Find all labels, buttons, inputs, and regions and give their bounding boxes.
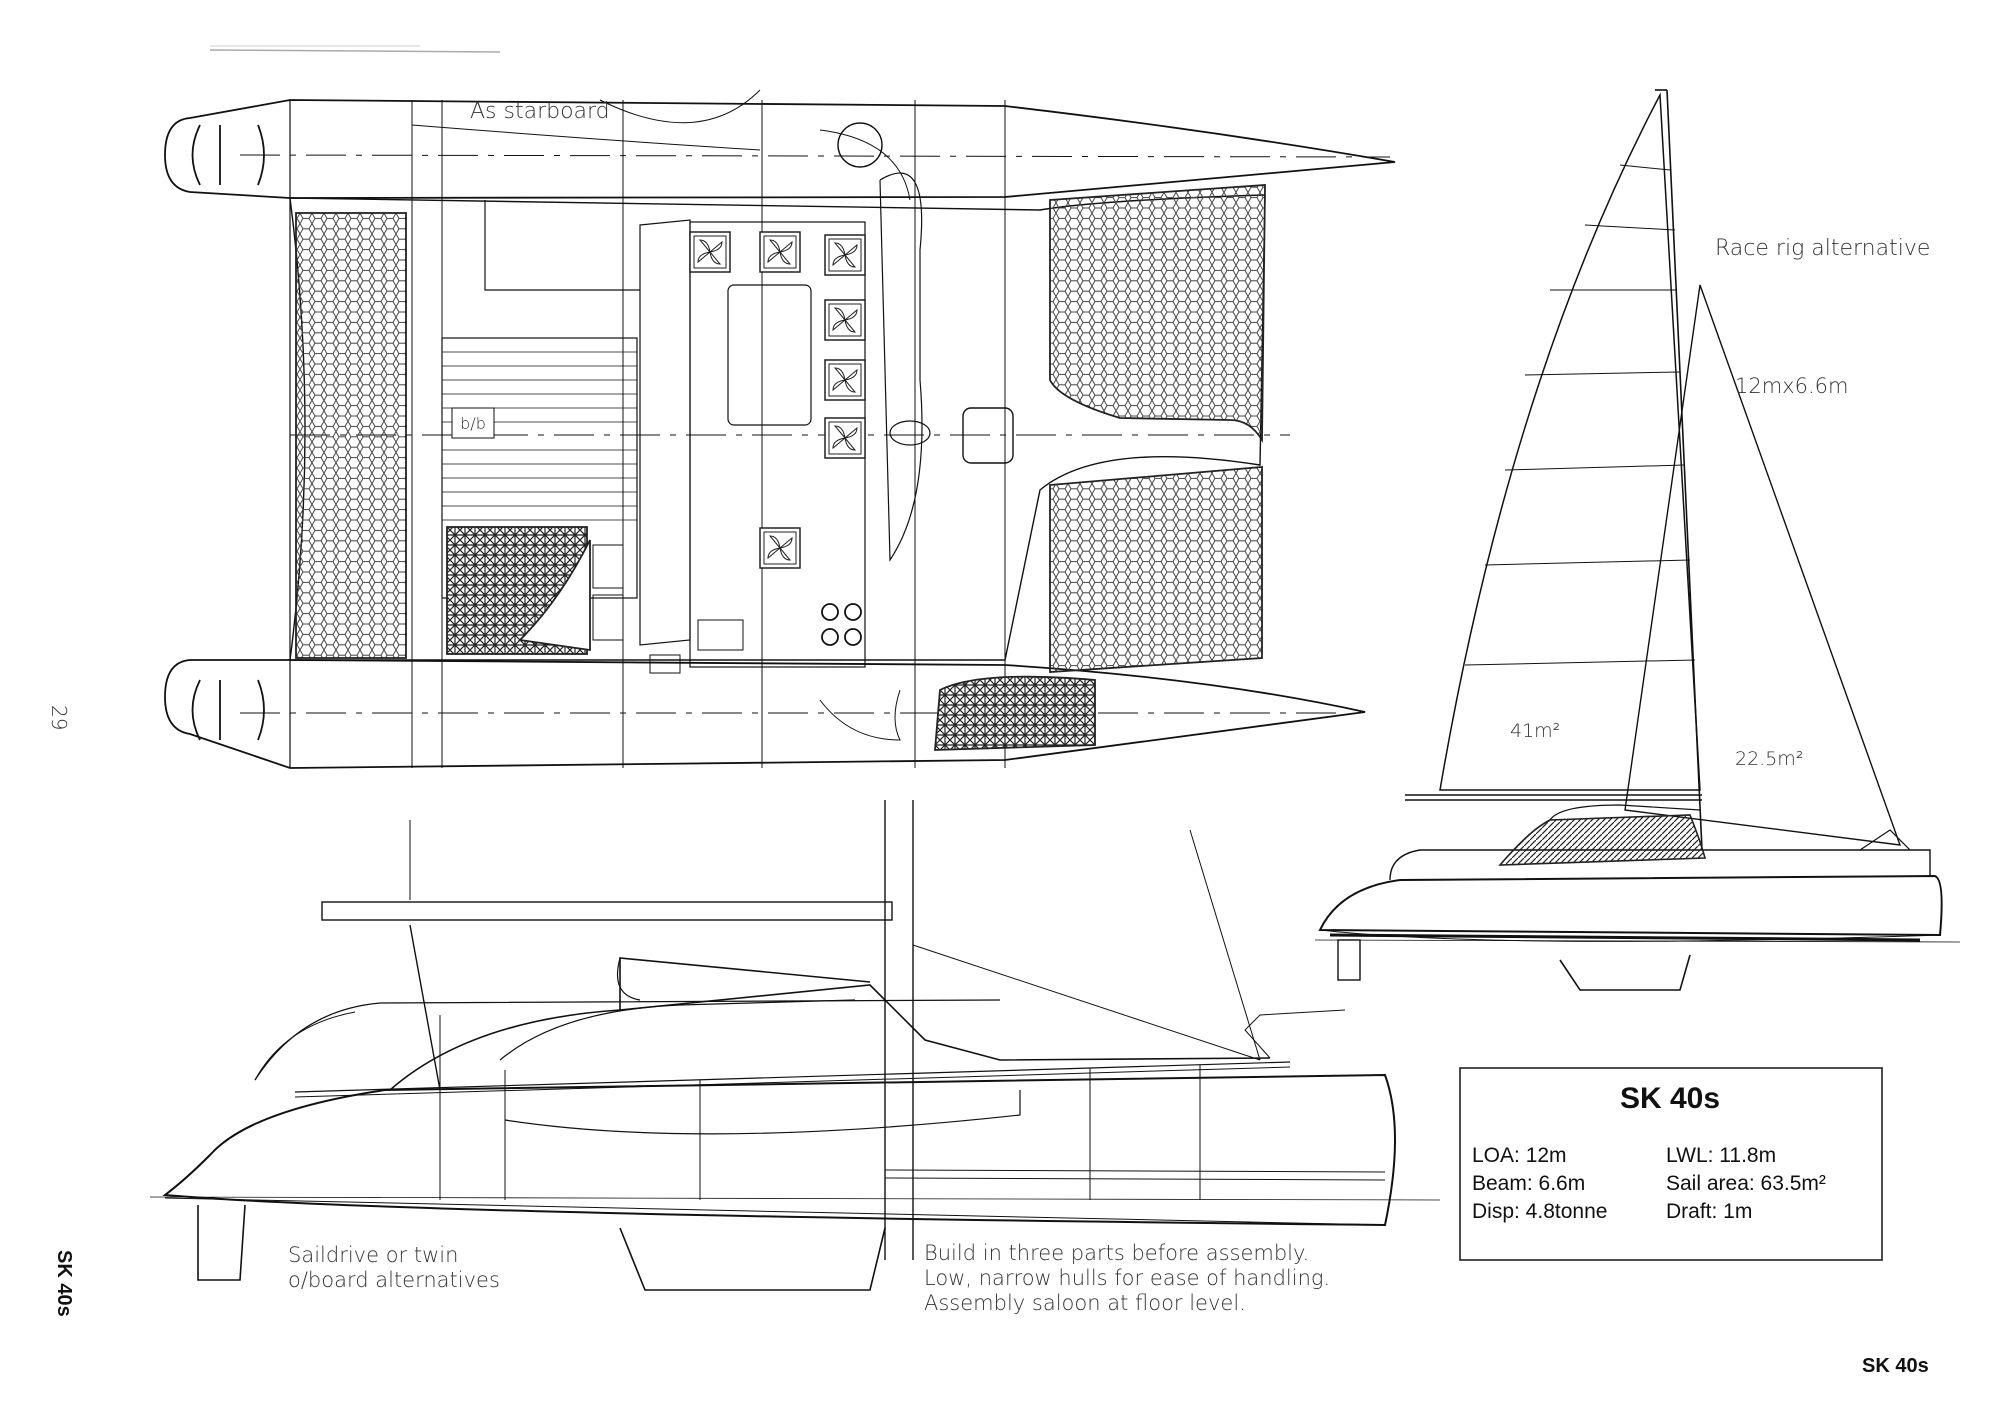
spine-label: SK 40s (53, 1250, 75, 1317)
plan-fans (689, 231, 866, 569)
sail-plan (1314, 89, 1961, 991)
rig-size-label: 12mx6.6m (1735, 374, 1848, 398)
build-note-line2: Low, narrow hulls for ease of handling. (924, 1266, 1330, 1290)
spec-beam: Beam: 6.6m (1472, 1172, 1585, 1195)
profile-view (149, 800, 1441, 1291)
drive-note-line2: o/board alternatives (288, 1268, 500, 1292)
page-number: 29 (47, 705, 71, 730)
spec-box: SK 40s LOA: 12m Beam: 6.6m Disp: 4.8tonn… (1459, 1067, 1883, 1261)
spec-draft: Draft: 1m (1666, 1200, 1752, 1223)
spec-lwl: LWL: 11.8m (1666, 1144, 1776, 1167)
as-starboard-label: As starboard (470, 99, 610, 124)
race-rig-label: Race rig alternative (1715, 236, 1930, 261)
spec-sail-area: Sail area: 63.5m² (1666, 1172, 1826, 1195)
scale-bar (209, 45, 501, 53)
jib-area-label: 22.5m² (1735, 748, 1803, 770)
drive-note-line1: Saildrive or twin (288, 1243, 458, 1267)
main-area-label: 41m² (1510, 720, 1560, 742)
plan-view: b/b (164, 89, 1396, 769)
build-note-line1: Build in three parts before assembly. (924, 1241, 1309, 1265)
spec-loa: LOA: 12m (1472, 1144, 1567, 1167)
spec-title: SK 40s (1620, 1082, 1720, 1115)
bunk-label: b/b (460, 414, 486, 433)
footer-label: SK 40s (1862, 1355, 1929, 1377)
build-note-line3: Assembly saloon at floor level. (924, 1291, 1246, 1315)
spec-disp: Disp: 4.8tonne (1472, 1200, 1607, 1223)
